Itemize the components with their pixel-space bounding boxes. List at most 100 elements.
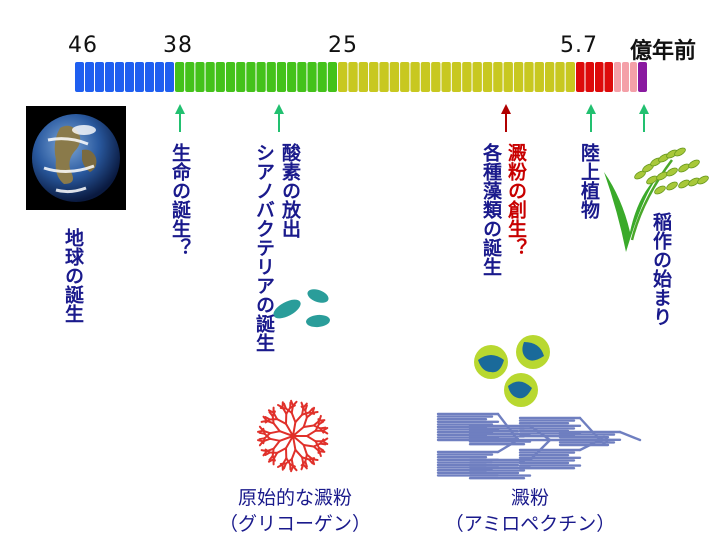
bar-segment — [185, 62, 195, 92]
glycogen-branch — [306, 429, 317, 437]
rice-grain — [674, 147, 686, 157]
bar-segment — [358, 62, 369, 92]
bar-segment — [338, 62, 348, 92]
glycogen-branch — [321, 429, 329, 435]
bar-segment — [236, 62, 246, 92]
glycogen-branch — [302, 402, 308, 409]
bar-segment — [441, 62, 451, 92]
bar-segment — [287, 62, 297, 92]
glycogen-branch — [285, 457, 292, 466]
bar-segment — [125, 62, 134, 92]
tick-label-46: 46 — [68, 33, 98, 58]
rice-grain — [654, 185, 666, 195]
caption-glycogen-line1: 原始的な澱粉 — [237, 487, 352, 509]
glycogen-branch — [292, 421, 297, 437]
bar-segment — [604, 62, 613, 92]
glycogen-branch — [277, 463, 284, 468]
amylopectin-end — [599, 435, 609, 445]
glycogen-branch — [304, 404, 308, 412]
glycogen-branch — [262, 415, 268, 422]
glycogen-branch — [276, 418, 287, 425]
glycogen-branch — [290, 411, 297, 424]
glycogen-branch — [318, 450, 322, 458]
amylopectin-chain — [618, 430, 642, 442]
bar-segment — [544, 62, 555, 92]
rice-grain — [688, 159, 700, 169]
bar-segment — [400, 62, 410, 92]
bar-segment — [389, 62, 400, 92]
glycogen-branch — [285, 435, 294, 450]
glycogen-branch — [304, 409, 308, 419]
glycogen-branch — [260, 449, 268, 453]
bar-segment — [431, 62, 441, 92]
bar-segment — [327, 62, 337, 92]
bar-segment — [638, 62, 647, 92]
bar-segment — [297, 62, 307, 92]
bar-segment — [246, 62, 256, 92]
bar-segment — [503, 62, 513, 92]
glycogen-branch — [285, 422, 294, 437]
glycogen-illustration — [257, 399, 329, 473]
bar-segment — [175, 62, 185, 92]
bar-segment — [622, 62, 629, 92]
glycogen-branch — [319, 427, 325, 434]
glycogen-branch — [294, 413, 304, 424]
bar-segment — [155, 62, 164, 92]
glycogen-branch — [258, 437, 266, 441]
glycogen-branch — [267, 458, 275, 463]
glycogen-branch — [302, 424, 315, 428]
rice-grain — [666, 181, 678, 191]
glycogen-branch — [290, 404, 294, 414]
glycogen-branch — [290, 448, 297, 461]
rice-grain — [678, 163, 690, 173]
glycogen-branch — [278, 435, 294, 442]
glycogen-branch — [284, 407, 293, 414]
bar-segment — [75, 62, 84, 92]
glycogen-branch — [312, 445, 321, 453]
bar-segment — [317, 62, 327, 92]
glycogen-branch — [276, 447, 287, 454]
glycogen-branch — [271, 447, 275, 457]
amylopectin-illustration — [436, 412, 642, 480]
bar-segment — [524, 62, 534, 92]
timeline-arrow — [501, 104, 511, 132]
caption-glycogen-line2: （グリコーゲン） — [218, 513, 371, 535]
timeline-arrow — [586, 104, 596, 132]
glycogen-branch — [317, 420, 325, 426]
timeline-arrow — [639, 104, 649, 132]
bar-segment — [205, 62, 215, 92]
earth-image — [26, 106, 126, 210]
timeline-arrow — [175, 104, 185, 132]
bar-segment — [595, 62, 604, 92]
glycogen-branch — [283, 402, 287, 410]
tick-label-38: 38 — [163, 33, 193, 58]
glycogen-branch — [318, 419, 326, 422]
bar-segment — [410, 62, 420, 92]
glycogen-branch — [268, 454, 274, 461]
label-cyanobacteria: シアノバクテリアの誕生 — [253, 143, 275, 352]
glycogen-branch — [302, 444, 315, 448]
rice-grain — [697, 175, 709, 185]
timeline-bar — [75, 62, 647, 92]
timeline-arrows — [175, 104, 649, 132]
bar-segment — [215, 62, 225, 92]
glycogen-branch — [319, 442, 327, 446]
rice-grains — [634, 147, 709, 195]
glycogen-branch — [312, 424, 322, 430]
glycogen-branch — [301, 456, 305, 466]
tick-label-5-7: 5.7 — [560, 33, 598, 58]
bar-segment — [614, 62, 621, 92]
bar-segment — [266, 62, 276, 92]
caption-amylopectin-line1: 澱粉 — [510, 487, 549, 509]
label-algae-birth: 各種藻類の誕生 — [480, 143, 502, 276]
bar-segment — [85, 62, 94, 92]
glycogen-branch — [272, 411, 279, 421]
glycogen-branch — [321, 440, 329, 445]
bar-segment — [379, 62, 389, 92]
caption-amylopectin: 澱粉 （アミロペクチン） — [440, 485, 620, 537]
bar-segment — [576, 62, 585, 92]
glycogen-branch — [269, 437, 281, 442]
glycogen-branch — [311, 411, 319, 414]
starch-granules — [474, 335, 550, 407]
